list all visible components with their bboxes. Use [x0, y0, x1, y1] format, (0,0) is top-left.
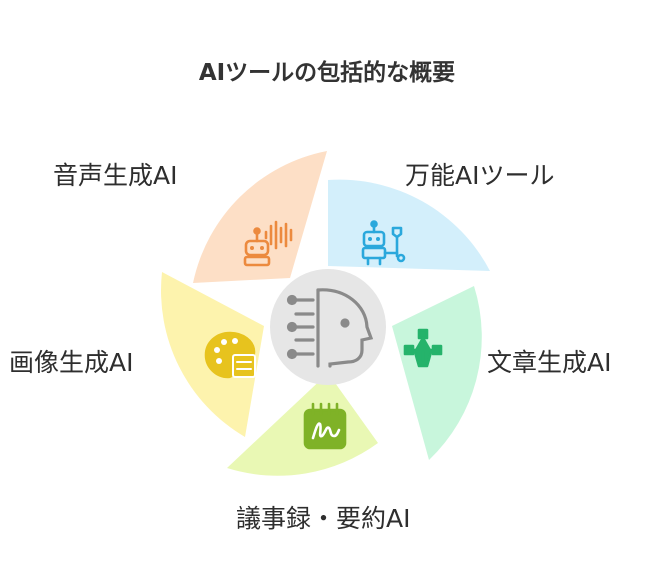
- robot-soundwave-icon: [243, 220, 293, 267]
- pen-nib-icon: [403, 328, 443, 368]
- robot-wrench-icon: [361, 220, 406, 266]
- palette-icon: [204, 331, 256, 379]
- ai-head-icon: [286, 288, 374, 368]
- diagram-title: AIツールの包括的な概要: [198, 60, 456, 86]
- label-minutes: 議事録・要約AI: [236, 504, 411, 533]
- notepad-squiggle-icon: [303, 402, 347, 450]
- segment-minutes: [227, 373, 378, 476]
- segment-universal: [328, 179, 490, 271]
- label-voice: 音声生成AI: [53, 161, 178, 190]
- segment-writing: [392, 286, 482, 460]
- label-writing: 文章生成AI: [487, 348, 612, 377]
- label-universal: 万能AIツール: [405, 161, 555, 190]
- center-circle: [270, 269, 386, 385]
- segment-voice: [193, 151, 327, 283]
- label-image: 画像生成AI: [9, 348, 134, 377]
